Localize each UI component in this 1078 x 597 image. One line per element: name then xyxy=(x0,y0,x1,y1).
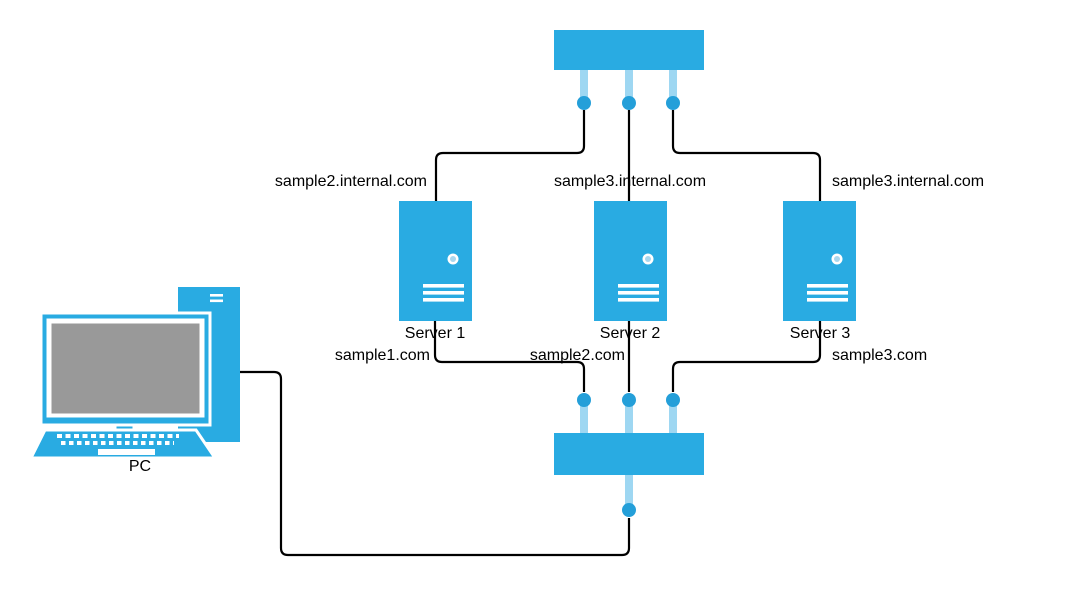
port-dot xyxy=(577,96,591,110)
label-external-domain-2: sample2.com xyxy=(530,347,625,364)
port-dot xyxy=(622,393,636,407)
vent-line xyxy=(807,284,848,288)
power-button-inner xyxy=(834,256,840,262)
power-button-inner xyxy=(450,256,456,262)
label-internal-domain-1: sample2.internal.com xyxy=(275,173,427,190)
port-dot xyxy=(622,503,636,517)
server-body xyxy=(783,201,856,321)
server-2-node[interactable] xyxy=(594,201,667,321)
port-dot xyxy=(622,96,636,110)
power-button-inner xyxy=(645,256,651,262)
server-1-node[interactable] xyxy=(399,201,472,321)
vent-line xyxy=(807,298,848,302)
vent-line xyxy=(423,284,464,288)
top-switch-node[interactable] xyxy=(554,30,704,110)
switch-body xyxy=(554,433,704,475)
pc-label: PC xyxy=(129,458,151,475)
bottom-switch-node[interactable] xyxy=(554,393,704,517)
port-stub xyxy=(580,404,588,433)
vent-line xyxy=(618,284,659,288)
port-stub xyxy=(669,404,677,433)
tower-slot xyxy=(210,299,223,303)
port-stub xyxy=(625,404,633,433)
edge-server1-bottomswitch[interactable] xyxy=(433,321,586,392)
label-external-domain-1: sample1.com xyxy=(335,347,430,364)
switch-body xyxy=(554,30,704,70)
server-body xyxy=(594,201,667,321)
label-external-domain-3: sample3.com xyxy=(832,347,927,364)
vent-line xyxy=(807,291,848,295)
port-stub xyxy=(669,70,677,100)
vent-line xyxy=(423,298,464,302)
pc-node[interactable] xyxy=(28,287,240,460)
edge-server3-bottomswitch[interactable] xyxy=(671,321,822,392)
monitor-screen xyxy=(51,323,200,414)
server-body xyxy=(399,201,472,321)
server-3-node[interactable] xyxy=(783,201,856,321)
edge-pc-bottomswitch[interactable] xyxy=(240,370,631,557)
vent-line xyxy=(618,291,659,295)
port-dot xyxy=(666,96,680,110)
port-dot xyxy=(577,393,591,407)
edge-topswitch-server3[interactable] xyxy=(671,110,822,201)
vent-line xyxy=(618,298,659,302)
label-internal-domain-3: sample3.internal.com xyxy=(832,173,984,190)
keyboard-spacebar xyxy=(98,449,155,455)
port-dot xyxy=(666,393,680,407)
vent-line xyxy=(423,291,464,295)
port-stub xyxy=(625,475,633,506)
port-stub xyxy=(625,70,633,100)
port-stub xyxy=(580,70,588,100)
edge-topswitch-server1[interactable] xyxy=(434,110,586,201)
tower-slot xyxy=(210,294,223,297)
